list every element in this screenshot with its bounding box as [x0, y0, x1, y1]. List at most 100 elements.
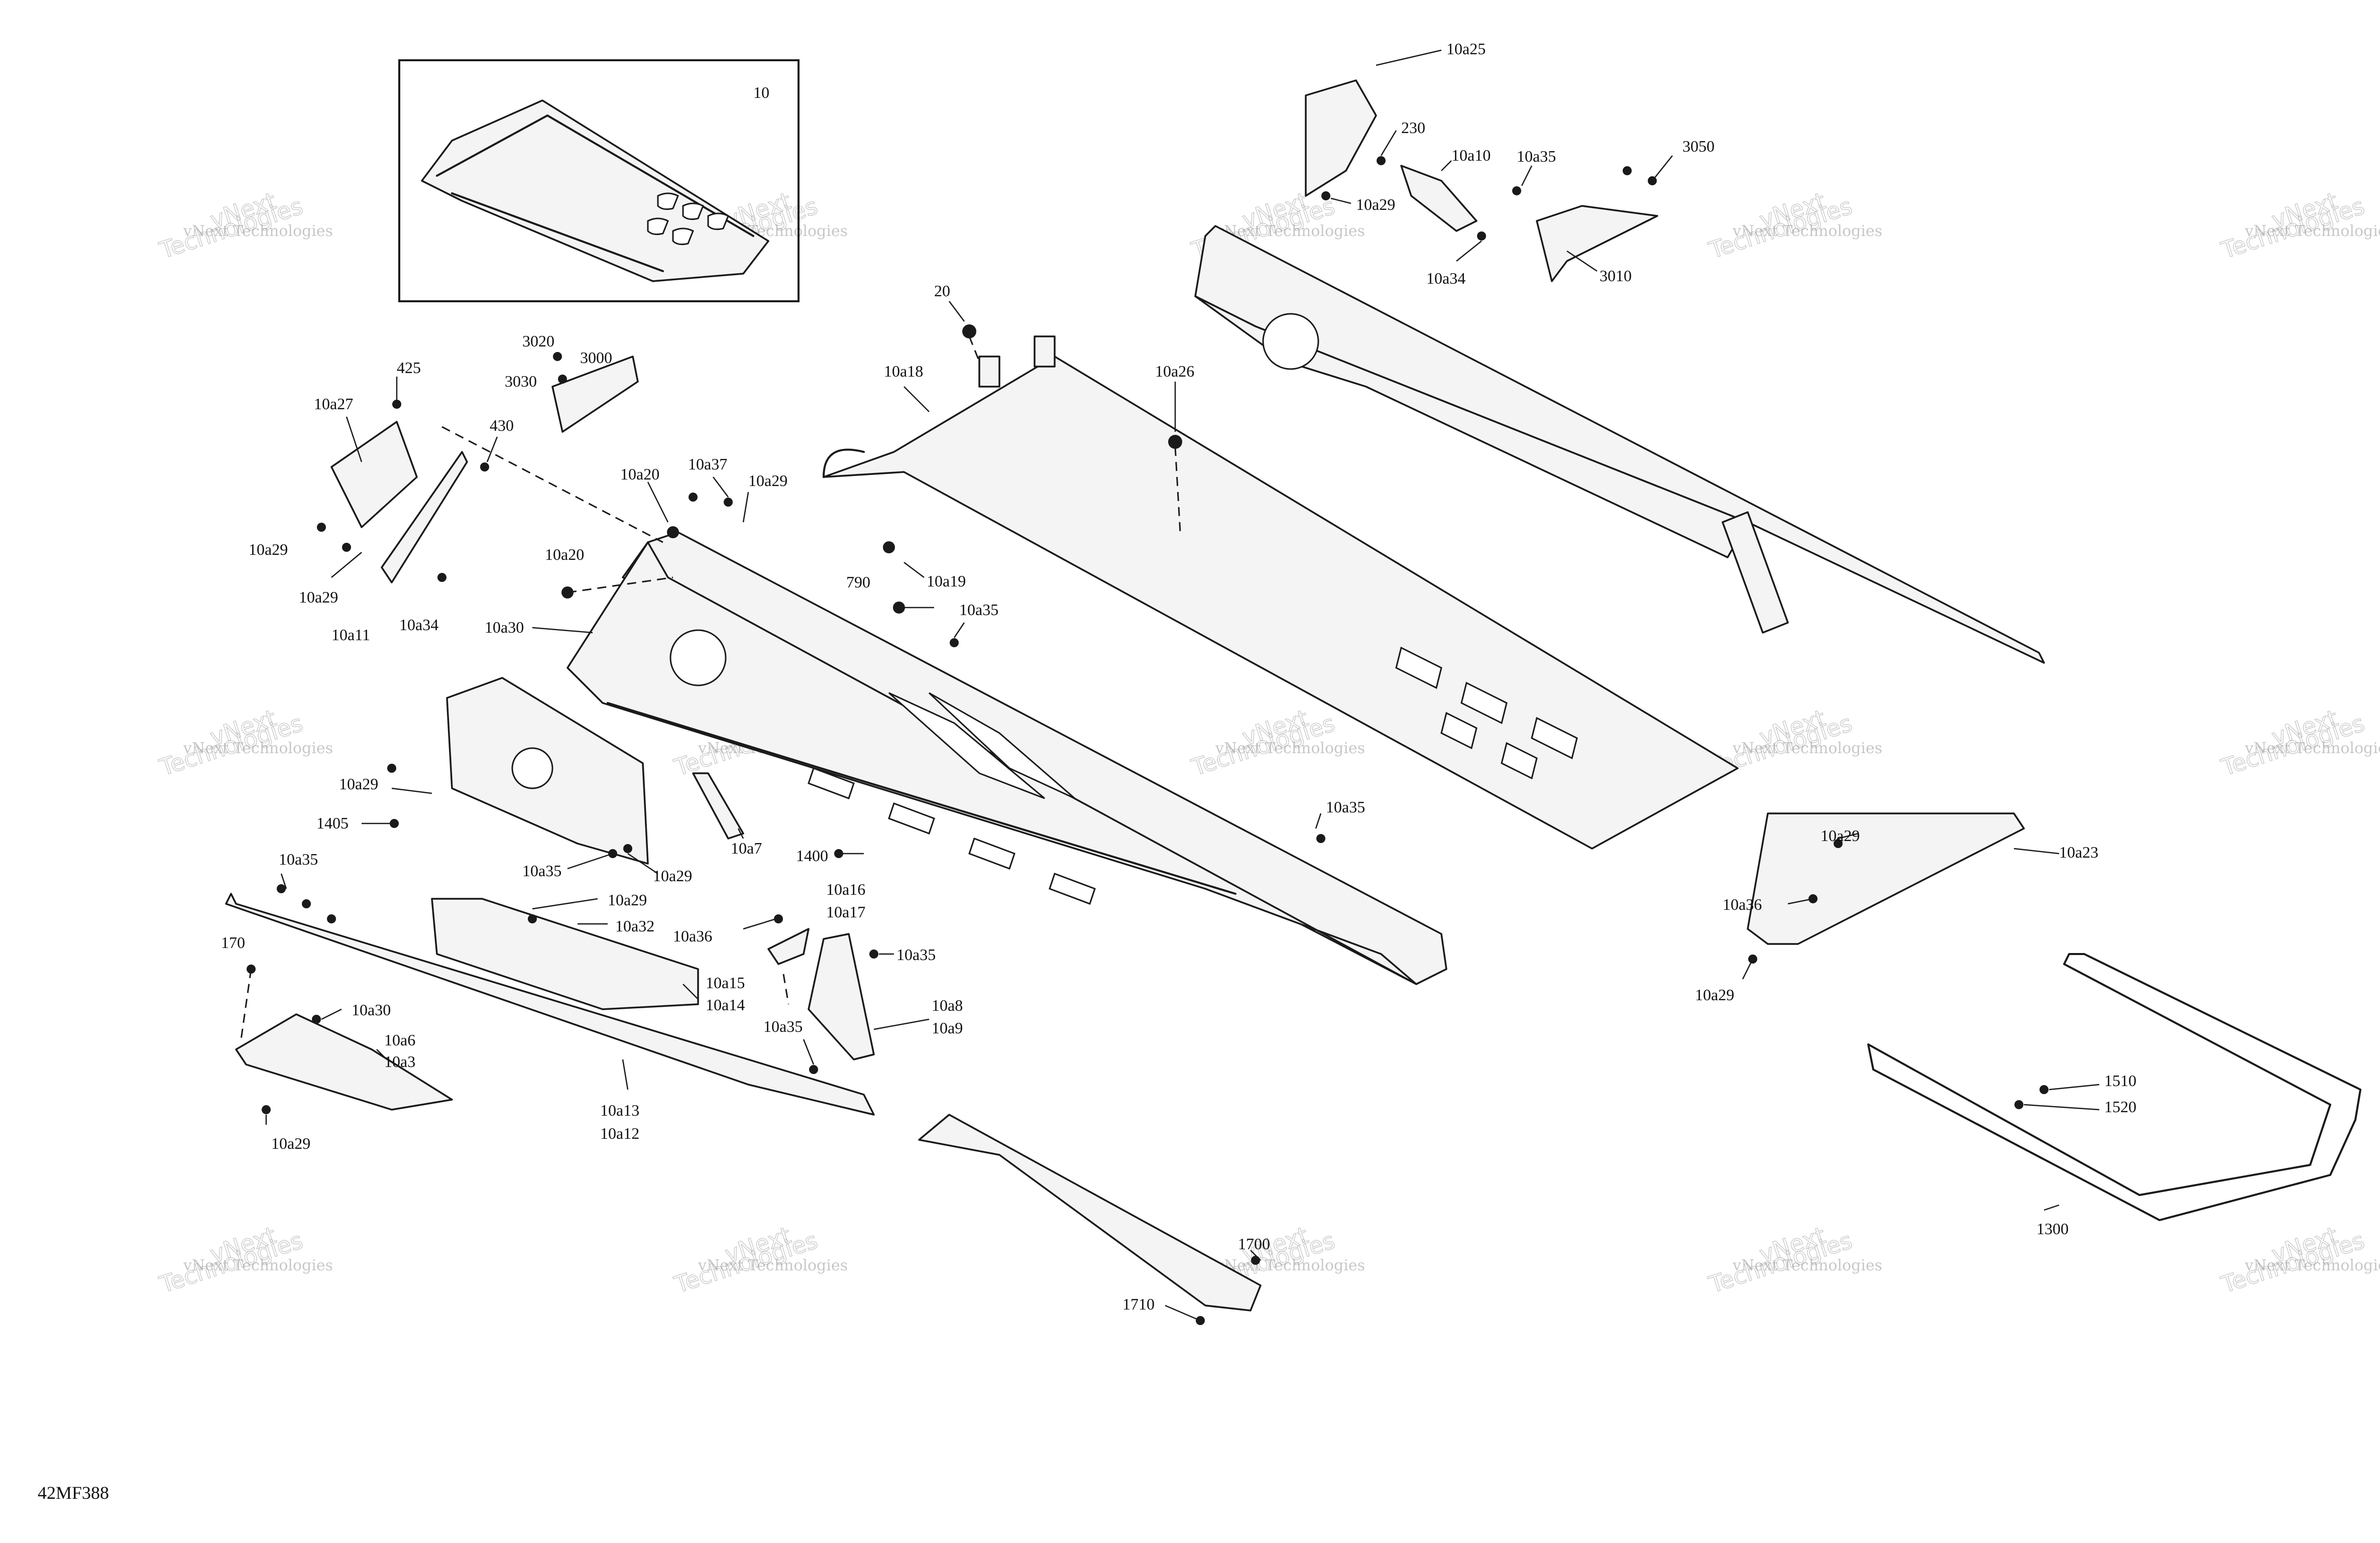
part-10a13-runner [225, 893, 875, 1116]
fastener [774, 914, 783, 923]
leader-line [532, 898, 598, 910]
watermark: vNext Technologies vNext Technologies [1188, 704, 1365, 782]
leader-line [742, 492, 749, 523]
callout-10a29: 10a29 [1695, 986, 1734, 1004]
part-10a23-bracket [1747, 812, 2025, 945]
callout-10a34: 10a34 [1426, 269, 1465, 287]
leader-line [873, 1018, 930, 1030]
part-3000-mount [551, 355, 639, 433]
part-1700-bar [918, 1114, 1262, 1312]
fastener [1623, 166, 1632, 175]
leader-line [1250, 1250, 1261, 1261]
tunnel-lower-edge [607, 702, 1236, 895]
part-10a11-strut [381, 451, 468, 583]
leader-line [2044, 1204, 2060, 1211]
leader-line [1787, 898, 1814, 905]
right-frame-bearing-hole [1262, 313, 1319, 370]
callout-10a14: 10a14 [706, 996, 745, 1014]
fastener [1377, 156, 1386, 165]
leader-line [1376, 49, 1442, 66]
callout-10a29: 10a29 [1821, 826, 1860, 845]
inset-label: 10 [753, 83, 769, 101]
callout-10a35: 10a35 [1326, 798, 1365, 816]
leader-line [803, 1039, 815, 1065]
callout-10a27: 10a27 [314, 395, 353, 413]
fastener [1512, 186, 1521, 195]
callout-1405: 1405 [316, 814, 349, 832]
watermark-text: vNext Technologies [698, 1257, 848, 1274]
leader-line [713, 477, 729, 498]
reference-code: 42MF388 [38, 1483, 109, 1503]
watermark-text: vNext Technologies [183, 222, 333, 240]
callout-20: 20 [934, 282, 950, 300]
watermark-text: vNext Technologies [1732, 222, 1882, 240]
assembly-line [240, 969, 252, 1040]
leader-line [743, 918, 776, 930]
fastener [2014, 1100, 2023, 1109]
assembly-line [968, 336, 980, 362]
callout-10a35: 10a35 [763, 1017, 803, 1035]
callout-10a30: 10a30 [352, 1001, 391, 1019]
leader-line [949, 301, 965, 322]
top-plate-cutouts [1395, 646, 1578, 780]
leader-line [567, 853, 613, 870]
leader-line [1521, 165, 1533, 186]
watermark-text: vNext Technologies [2244, 1257, 2380, 1274]
leader-line [622, 1059, 629, 1090]
leader-line [1330, 197, 1351, 204]
fastener [623, 844, 632, 853]
watermark: vNext Technologies vNext Technologies [156, 187, 333, 265]
callout-10a37: 10a37 [688, 455, 727, 473]
callout-10a9: 10a9 [932, 1019, 963, 1037]
watermark: vNext Technologies vNext Technologies [2217, 704, 2380, 782]
leader-line [1380, 130, 1397, 156]
callout-10a12: 10a12 [600, 1124, 639, 1142]
callout-10a34: 10a34 [399, 616, 438, 634]
inset-rail [436, 114, 754, 237]
watermark: vNext Technologies vNext Technologies [1705, 187, 1882, 265]
callout-10a35: 10a35 [279, 850, 318, 868]
assembly-lines [240, 336, 1181, 1040]
leader-line [280, 873, 287, 889]
callout-10a18: 10a18 [884, 362, 923, 380]
watermark: vNext Technologies vNext Technologies [670, 1221, 848, 1299]
fastener [553, 352, 562, 361]
inset-assembly: 10 [398, 59, 800, 302]
assembly-line [567, 576, 673, 594]
callout-10a29: 10a29 [299, 588, 338, 606]
leader-line [1441, 160, 1452, 171]
watermark-text: vNext Technologies [1215, 1257, 1365, 1274]
callout-10a16: 10a16 [826, 880, 865, 898]
watermark: vNext Technologies vNext Technologies [156, 704, 333, 782]
callout-10a8: 10a8 [932, 996, 963, 1014]
fastener [387, 764, 396, 773]
fastener [893, 602, 905, 614]
callout-10a10: 10a10 [1451, 146, 1491, 164]
top-plate-post [1034, 335, 1056, 368]
part-1300-bumper [1867, 953, 2361, 1221]
leader-line [1165, 1304, 1201, 1322]
leader-line [2013, 848, 2060, 855]
watermark-text: vNext Technologies [1215, 740, 1365, 757]
fastener [724, 498, 733, 507]
fastener [962, 324, 976, 338]
fastener [2039, 1085, 2049, 1094]
callout-10a35: 10a35 [896, 945, 936, 964]
callout-1300: 1300 [2036, 1220, 2069, 1238]
callout-10a3: 10a3 [384, 1052, 415, 1071]
leader-line [321, 1008, 342, 1020]
callout-425: 425 [397, 359, 421, 377]
callout-790: 790 [846, 573, 870, 591]
tunnel-cutouts [808, 767, 1096, 905]
leader-line [627, 853, 658, 875]
callout-10a35: 10a35 [1517, 147, 1556, 165]
part-10a8-plate [808, 933, 875, 1060]
watermark: vNext Technologies vNext Technologies [2217, 187, 2380, 265]
fastener [689, 493, 698, 502]
leader-line [391, 787, 432, 794]
part-10a7-link [692, 772, 744, 840]
inset-rail-lower [451, 192, 664, 272]
watermark-text: vNext Technologies [183, 740, 333, 757]
leader-line [903, 562, 925, 578]
